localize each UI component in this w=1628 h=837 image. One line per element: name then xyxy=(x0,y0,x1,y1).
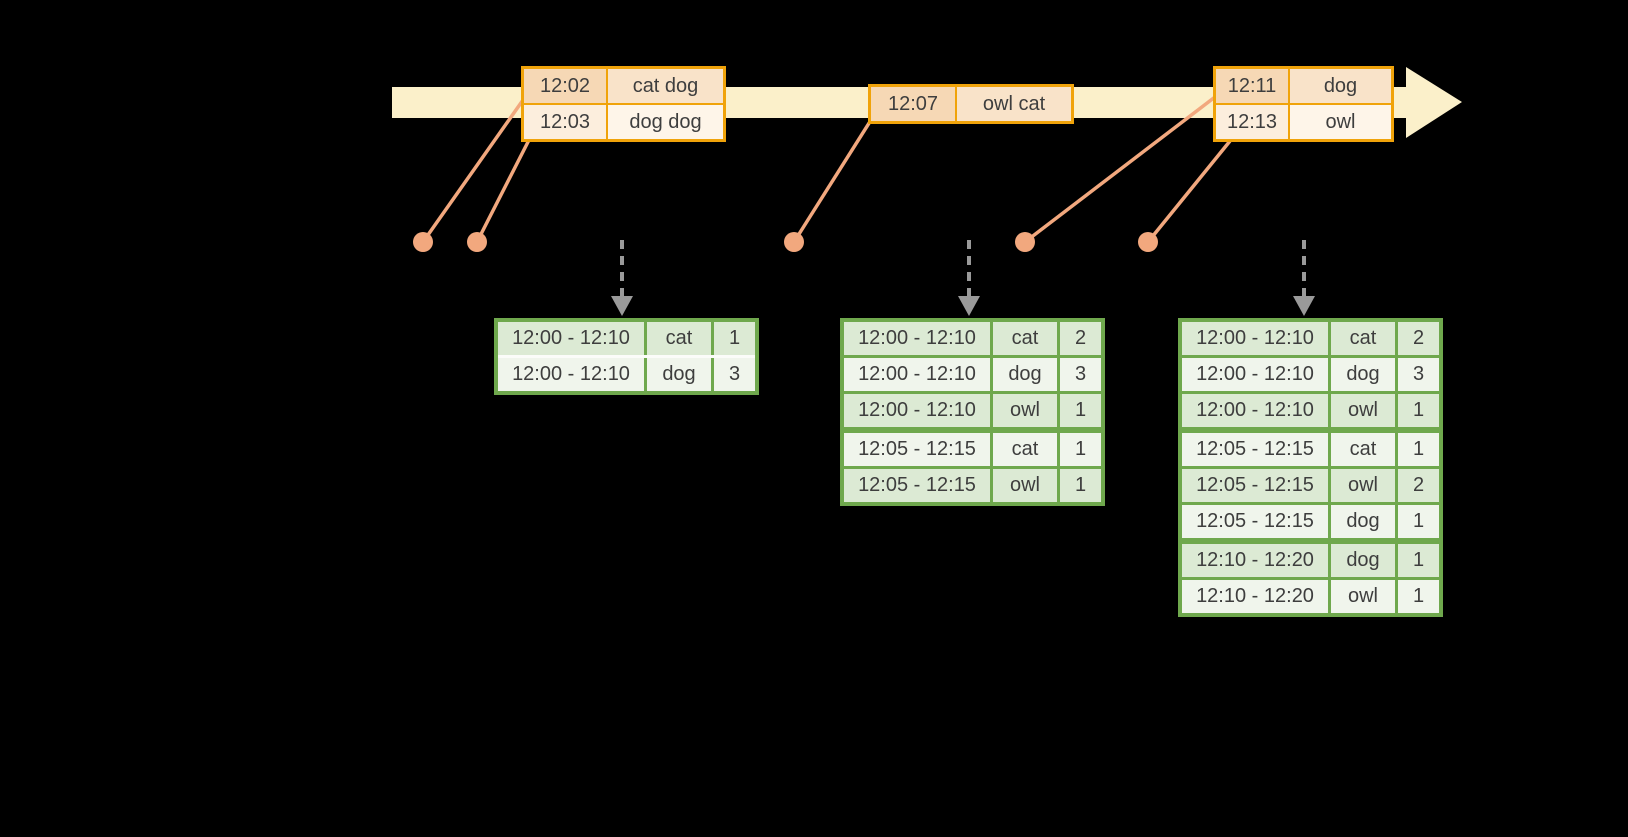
event-table-3: 12:11 dog 12:13 owl xyxy=(1213,66,1394,142)
window-cell: 12:00 - 12:10 xyxy=(844,358,990,391)
event-words-cell: cat dog xyxy=(608,69,723,103)
count-cell: 3 xyxy=(1060,358,1101,391)
result-table-2: 12:00 - 12:10 cat 2 12:00 - 12:10 dog 3 … xyxy=(840,318,1105,506)
word-cell: owl xyxy=(1331,394,1395,427)
result-row: 12:10 - 12:20 dog 1 xyxy=(1182,538,1439,577)
window-cell: 12:10 - 12:20 xyxy=(1182,544,1328,577)
count-cell: 2 xyxy=(1060,322,1101,355)
window-cell: 12:05 - 12:15 xyxy=(844,433,990,466)
result-row: 12:05 - 12:15 cat 1 xyxy=(1182,427,1439,466)
result-row: 12:05 - 12:15 owl 2 xyxy=(1182,466,1439,502)
count-cell: 2 xyxy=(1398,469,1439,502)
result-row: 12:05 - 12:15 owl 1 xyxy=(844,466,1101,502)
window-cell: 12:00 - 12:10 xyxy=(498,358,644,391)
word-cell: cat xyxy=(1331,322,1395,355)
event-point-dot xyxy=(413,232,433,252)
event-point-dot xyxy=(1138,232,1158,252)
event-words-cell: dog dog xyxy=(608,105,723,139)
event-words-cell: owl cat xyxy=(957,87,1071,121)
word-cell: owl xyxy=(1331,469,1395,502)
word-cell: cat xyxy=(993,322,1057,355)
trigger-arrow-icon xyxy=(1293,240,1315,316)
word-cell: dog xyxy=(1331,505,1395,538)
event-words-cell: owl xyxy=(1290,105,1391,139)
event-leader-line xyxy=(421,98,525,244)
event-time-cell: 12:11 xyxy=(1216,69,1288,103)
result-row: 12:05 - 12:15 cat 1 xyxy=(844,427,1101,466)
event-time-cell: 12:07 xyxy=(871,87,955,121)
count-cell: 3 xyxy=(1398,358,1439,391)
count-cell: 3 xyxy=(714,358,755,391)
window-cell: 12:10 - 12:20 xyxy=(1182,580,1328,613)
count-cell: 1 xyxy=(1060,433,1101,466)
count-cell: 1 xyxy=(1398,433,1439,466)
event-point-dots xyxy=(413,232,1158,252)
event-leader-line xyxy=(475,137,532,243)
result-row: 12:00 - 12:10 cat 2 xyxy=(1182,322,1439,355)
window-cell: 12:00 - 12:10 xyxy=(844,394,990,427)
count-cell: 1 xyxy=(1060,469,1101,502)
count-cell: 1 xyxy=(1398,505,1439,538)
result-row: 12:00 - 12:10 owl 1 xyxy=(1182,391,1439,427)
result-table-3: 12:00 - 12:10 cat 2 12:00 - 12:10 dog 3 … xyxy=(1178,318,1443,617)
word-cell: owl xyxy=(993,469,1057,502)
window-cell: 12:00 - 12:10 xyxy=(1182,358,1328,391)
count-cell: 2 xyxy=(1398,322,1439,355)
result-row: 12:00 - 12:10 dog 3 xyxy=(498,355,755,391)
trigger-arrow-icon xyxy=(611,240,633,316)
word-cell: cat xyxy=(1331,433,1395,466)
trigger-arrow-icon xyxy=(958,240,980,316)
word-cell: dog xyxy=(647,358,711,391)
window-cell: 12:05 - 12:15 xyxy=(1182,433,1328,466)
window-cell: 12:00 - 12:10 xyxy=(1182,322,1328,355)
window-cell: 12:00 - 12:10 xyxy=(498,322,644,355)
result-table-1: 12:00 - 12:10 cat 1 12:00 - 12:10 dog 3 xyxy=(494,318,759,395)
count-cell: 1 xyxy=(714,322,755,355)
event-table-2: 12:07 owl cat xyxy=(868,84,1074,124)
count-cell: 1 xyxy=(1398,394,1439,427)
result-row: 12:00 - 12:10 owl 1 xyxy=(844,391,1101,427)
event-leader-line xyxy=(1023,95,1217,244)
window-cell: 12:00 - 12:10 xyxy=(844,322,990,355)
event-table-1: 12:02 cat dog 12:03 dog dog xyxy=(521,66,726,142)
word-cell: owl xyxy=(993,394,1057,427)
result-row: 12:00 - 12:10 cat 1 xyxy=(498,322,755,355)
window-cell: 12:00 - 12:10 xyxy=(1182,394,1328,427)
result-row: 12:00 - 12:10 dog 3 xyxy=(1182,355,1439,391)
window-cell: 12:05 - 12:15 xyxy=(1182,469,1328,502)
event-point-dot xyxy=(1015,232,1035,252)
count-cell: 1 xyxy=(1398,544,1439,577)
window-cell: 12:05 - 12:15 xyxy=(844,469,990,502)
event-time-cell: 12:02 xyxy=(524,69,606,103)
event-leader-line xyxy=(1146,139,1232,244)
axis-arrowhead-icon xyxy=(1406,67,1462,138)
result-row: 12:10 - 12:20 owl 1 xyxy=(1182,577,1439,613)
word-cell: dog xyxy=(1331,544,1395,577)
count-cell: 1 xyxy=(1398,580,1439,613)
result-row: 12:00 - 12:10 dog 3 xyxy=(844,355,1101,391)
result-row: 12:05 - 12:15 dog 1 xyxy=(1182,502,1439,538)
event-leader-lines xyxy=(421,95,1232,244)
word-cell: cat xyxy=(993,433,1057,466)
window-cell: 12:05 - 12:15 xyxy=(1182,505,1328,538)
event-leader-line xyxy=(792,119,873,243)
result-row: 12:00 - 12:10 cat 2 xyxy=(844,322,1101,355)
event-point-dot xyxy=(784,232,804,252)
trigger-arrows xyxy=(611,240,1315,316)
event-point-dot xyxy=(467,232,487,252)
event-time-cell: 12:13 xyxy=(1216,105,1288,139)
word-cell: cat xyxy=(647,322,711,355)
word-cell: dog xyxy=(1331,358,1395,391)
word-cell: owl xyxy=(1331,580,1395,613)
event-words-cell: dog xyxy=(1290,69,1391,103)
word-cell: dog xyxy=(993,358,1057,391)
event-time-cell: 12:03 xyxy=(524,105,606,139)
count-cell: 1 xyxy=(1060,394,1101,427)
